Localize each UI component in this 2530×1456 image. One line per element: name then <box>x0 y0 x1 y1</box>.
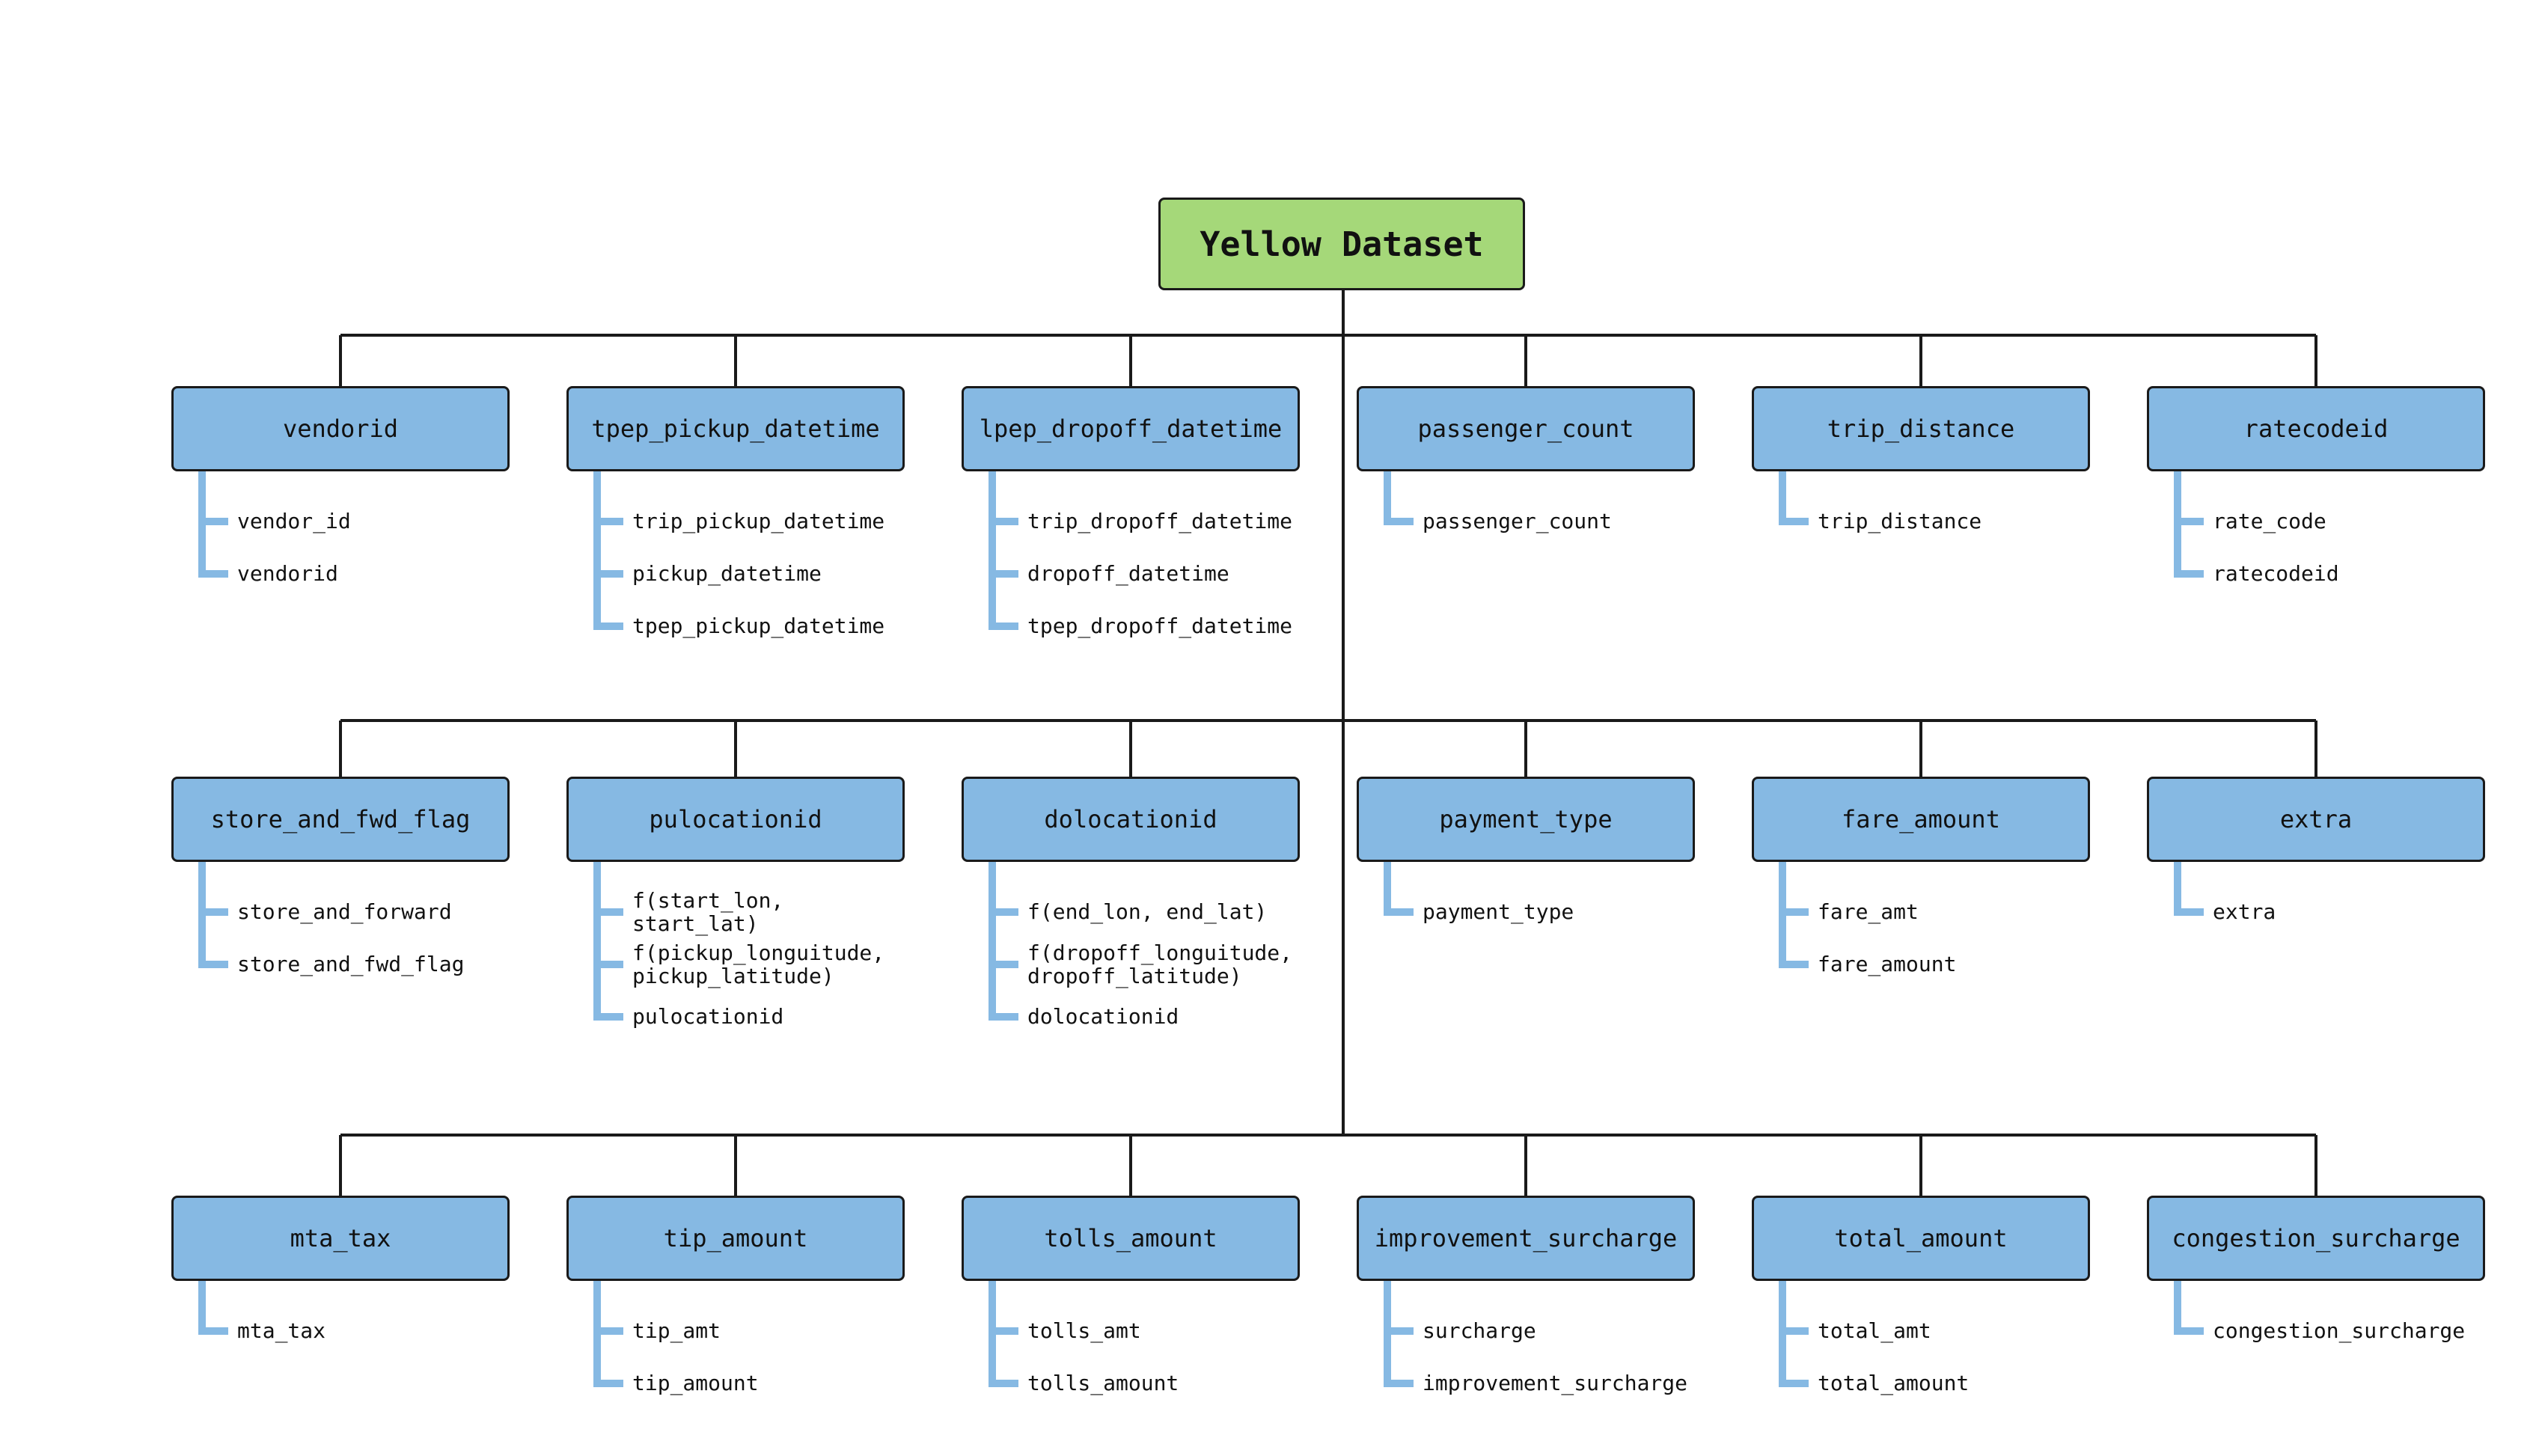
alias-bracket-tick <box>989 1013 1018 1021</box>
alias-bracket-spine <box>989 862 996 1021</box>
alias-label: tpep_dropoff_datetime <box>1027 614 1293 638</box>
alias-label: pickup_datetime <box>632 561 822 586</box>
alias-bracket-spine <box>1779 471 1786 525</box>
alias-label: f(dropoff_longuitude, dropoff_latitude) <box>1027 940 1293 988</box>
alias-label: total_amt <box>1818 1318 1931 1343</box>
alias-label: store_and_fwd_flag <box>237 952 465 976</box>
alias-bracket-tick <box>2174 570 2204 578</box>
alias-bracket-tick <box>593 1013 623 1021</box>
field-node: fare_amount <box>1752 777 2090 862</box>
alias-bracket-tick <box>593 623 623 630</box>
alias-bracket-spine <box>1384 471 1391 525</box>
alias-bracket-tick <box>198 908 228 916</box>
alias-label: extra <box>2213 899 2276 924</box>
alias-bracket-spine <box>593 471 601 630</box>
alias-bracket-tick <box>593 1380 623 1387</box>
alias-label: dropoff_datetime <box>1027 561 1229 586</box>
field-node: total_amount <box>1752 1196 2090 1281</box>
alias-bracket-tick <box>1779 961 1809 968</box>
alias-label: tolls_amt <box>1027 1318 1141 1343</box>
alias-bracket-tick <box>1779 1327 1809 1335</box>
alias-label: payment_type <box>1423 899 1574 924</box>
field-node: improvement_surcharge <box>1357 1196 1695 1281</box>
field-node: tpep_pickup_datetime <box>566 386 905 471</box>
alias-bracket-spine <box>2174 862 2181 916</box>
alias-label: improvement_surcharge <box>1423 1371 1688 1395</box>
alias-label: vendor_id <box>237 509 351 533</box>
alias-bracket-tick <box>1779 1380 1809 1387</box>
alias-label: trip_distance <box>1818 509 1982 533</box>
alias-bracket-tick <box>198 961 228 968</box>
root-node: Yellow Dataset <box>1158 198 1525 290</box>
alias-bracket-tick <box>989 623 1018 630</box>
alias-label: tip_amt <box>632 1318 721 1343</box>
alias-bracket-spine <box>1384 862 1391 916</box>
alias-bracket-tick <box>198 570 228 578</box>
alias-label: tip_amount <box>632 1371 759 1395</box>
alias-bracket-tick <box>1779 518 1809 525</box>
alias-bracket-tick <box>989 518 1018 525</box>
field-node: trip_distance <box>1752 386 2090 471</box>
alias-label: tpep_pickup_datetime <box>632 614 885 638</box>
field-node: payment_type <box>1357 777 1695 862</box>
alias-bracket-spine <box>2174 1281 2181 1335</box>
alias-label: tolls_amount <box>1027 1371 1179 1395</box>
alias-bracket-tick <box>593 570 623 578</box>
alias-bracket-tick <box>989 908 1018 916</box>
alias-bracket-tick <box>989 1380 1018 1387</box>
alias-label: trip_dropoff_datetime <box>1027 509 1293 533</box>
alias-label: rate_code <box>2213 509 2326 533</box>
alias-bracket-tick <box>593 961 623 968</box>
field-node: store_and_fwd_flag <box>171 777 510 862</box>
alias-label: dolocationid <box>1027 1004 1179 1029</box>
alias-label: trip_pickup_datetime <box>632 509 885 533</box>
alias-label: f(start_lon, start_lat) <box>632 888 784 936</box>
alias-bracket-tick <box>198 518 228 525</box>
alias-bracket-tick <box>593 518 623 525</box>
alias-label: passenger_count <box>1423 509 1612 533</box>
alias-label: mta_tax <box>237 1318 326 1343</box>
alias-label: f(pickup_longuitude, pickup_latitude) <box>632 940 885 988</box>
alias-label: fare_amount <box>1818 952 1957 976</box>
alias-label: ratecodeid <box>2213 561 2339 586</box>
alias-label: store_and_forward <box>237 899 452 924</box>
field-node: tolls_amount <box>962 1196 1300 1281</box>
alias-label: vendorid <box>237 561 338 586</box>
alias-bracket-spine <box>989 471 996 630</box>
alias-bracket-tick <box>989 1327 1018 1335</box>
alias-bracket-tick <box>593 1327 623 1335</box>
alias-bracket-tick <box>1384 518 1414 525</box>
alias-bracket-tick <box>1384 1380 1414 1387</box>
alias-bracket-tick <box>593 908 623 916</box>
alias-bracket-tick <box>2174 518 2204 525</box>
field-node: tip_amount <box>566 1196 905 1281</box>
alias-label: pulocationid <box>632 1004 784 1029</box>
field-node: vendorid <box>171 386 510 471</box>
alias-label: surcharge <box>1423 1318 1536 1343</box>
alias-bracket-tick <box>2174 908 2204 916</box>
field-node: passenger_count <box>1357 386 1695 471</box>
field-node: lpep_dropoff_datetime <box>962 386 1300 471</box>
alias-bracket-tick <box>989 961 1018 968</box>
alias-label: total_amount <box>1818 1371 1970 1395</box>
field-node: ratecodeid <box>2147 386 2485 471</box>
alias-label: f(end_lon, end_lat) <box>1027 899 1268 924</box>
alias-bracket-spine <box>593 862 601 1021</box>
field-node: pulocationid <box>566 777 905 862</box>
field-node: extra <box>2147 777 2485 862</box>
alias-bracket-tick <box>1384 908 1414 916</box>
alias-bracket-tick <box>198 1327 228 1335</box>
alias-bracket-tick <box>2174 1327 2204 1335</box>
alias-bracket-tick <box>1384 1327 1414 1335</box>
alias-bracket-tick <box>1779 908 1809 916</box>
alias-bracket-spine <box>198 1281 206 1335</box>
field-node: congestion_surcharge <box>2147 1196 2485 1281</box>
alias-label: congestion_surcharge <box>2213 1318 2466 1343</box>
alias-label: fare_amt <box>1818 899 1919 924</box>
alias-bracket-tick <box>989 570 1018 578</box>
field-node: dolocationid <box>962 777 1300 862</box>
field-node: mta_tax <box>171 1196 510 1281</box>
